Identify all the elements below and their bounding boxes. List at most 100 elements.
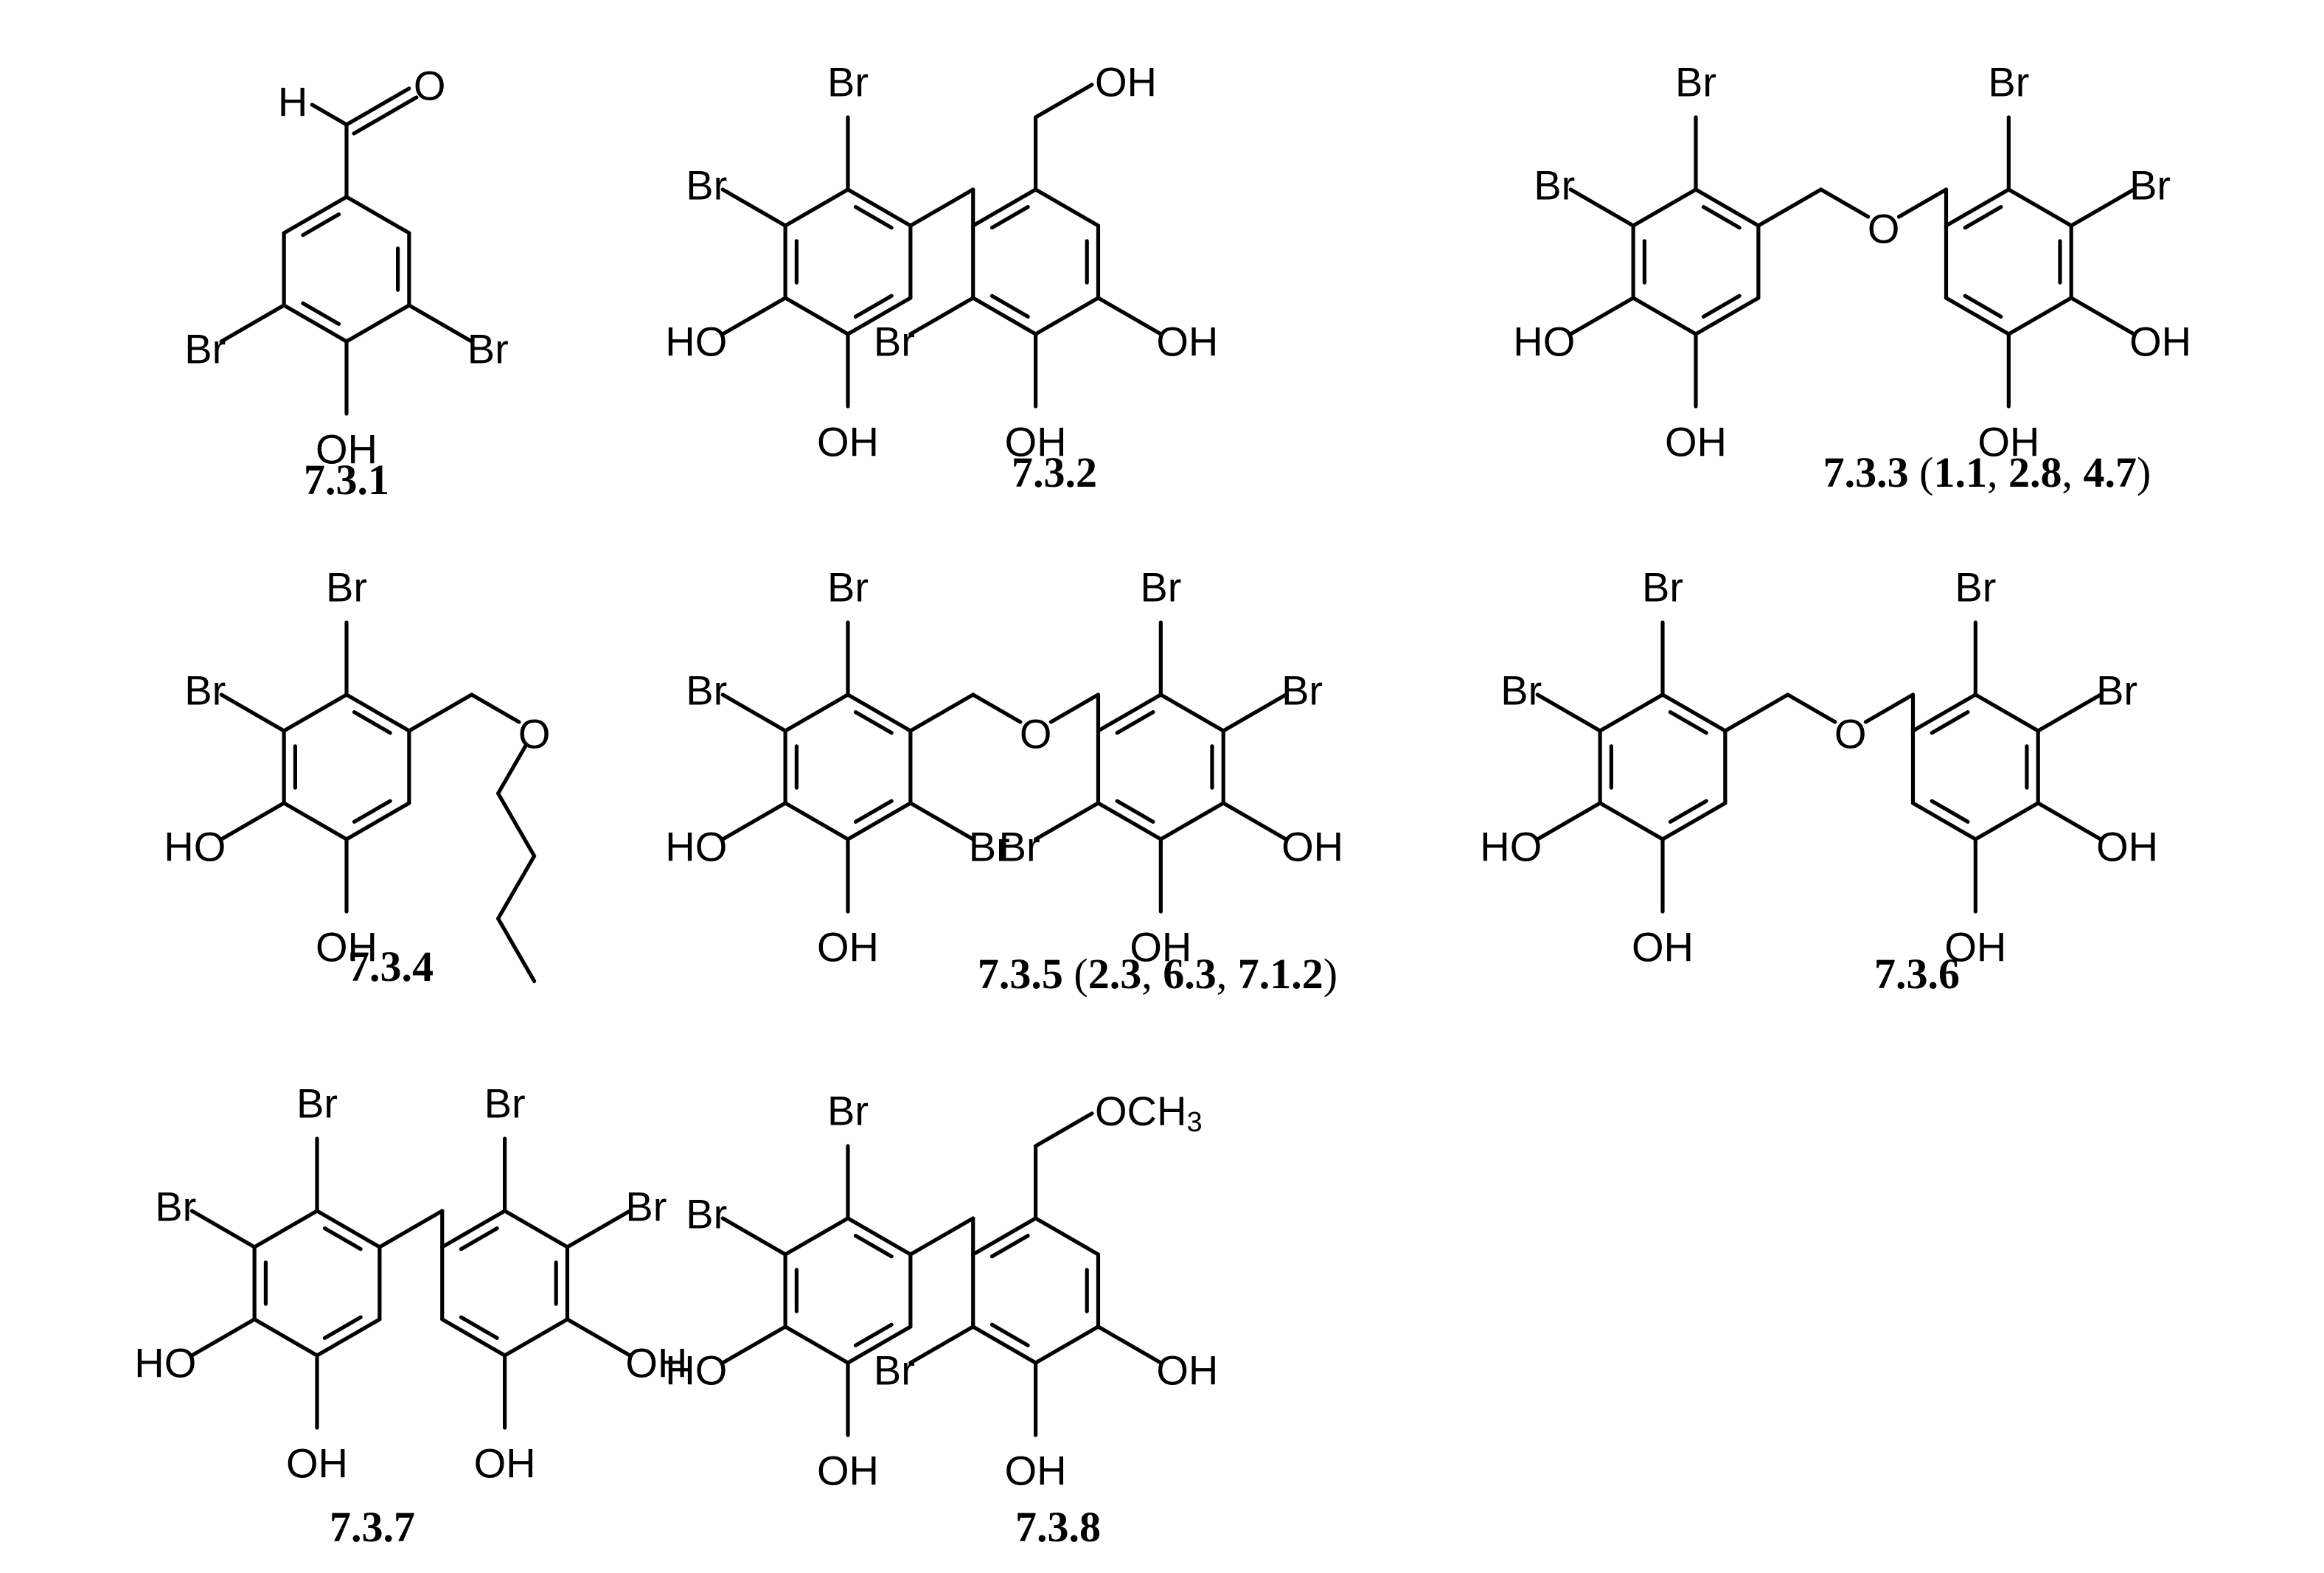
bond-line — [1963, 205, 2003, 230]
caption-segment: 7.3.8 — [1015, 1503, 1101, 1551]
bond-line — [1819, 187, 1871, 219]
hydroxyl-label: HO — [1480, 824, 1542, 870]
bond-line — [1756, 187, 1823, 228]
compound-caption: 7.3.7 — [330, 1503, 415, 1551]
bond-line — [1694, 296, 1761, 336]
bond-line — [301, 301, 341, 326]
bond-line — [1096, 801, 1163, 841]
bond-line — [971, 1324, 1038, 1365]
bond-line — [189, 1317, 257, 1358]
bond-line — [720, 801, 787, 841]
hydroxyl-label: OH — [316, 426, 378, 473]
bond-line — [1701, 205, 1742, 230]
bond-line — [282, 303, 349, 344]
bond-line — [1631, 296, 1698, 336]
bond-line — [783, 1216, 850, 1257]
bond-line — [503, 1317, 570, 1358]
caption-segment: 4.7 — [2084, 448, 2137, 496]
bond-line — [989, 1234, 1030, 1259]
caption-segment: ( — [1063, 950, 1088, 998]
hydroxyl-label: OH — [1156, 319, 1218, 365]
caption-segment: 7.3.1 — [304, 456, 389, 504]
bromine-label: Br — [1140, 564, 1181, 611]
bromine-label: Br — [326, 564, 367, 611]
compound-caption: 7.3.3 (1.1, 2.8, 4.7) — [1823, 448, 2151, 496]
bond-line — [1701, 294, 1742, 319]
bromine-label: Br — [827, 59, 869, 105]
caption-segment: 2.3 — [1088, 950, 1142, 998]
bond-line — [783, 296, 850, 336]
bond-line — [720, 1324, 787, 1365]
caption-segment: 2.8 — [2008, 448, 2062, 496]
bromine-label: Br — [625, 1184, 667, 1230]
bond-line — [1034, 83, 1094, 119]
bond-line — [720, 1216, 787, 1257]
bond-line — [846, 692, 913, 733]
bond-line — [1660, 801, 1728, 841]
hydroxyl-label: OH — [1156, 1347, 1218, 1394]
bond-line — [1863, 692, 1916, 724]
hydroxyl-label: OH — [2096, 824, 2158, 870]
bond-line — [1221, 801, 1288, 841]
hydroxyl-label: OH — [2129, 319, 2191, 365]
caption-segment: , — [2062, 448, 2084, 496]
hydroxyl-label: HO — [134, 1340, 196, 1386]
hydroxyl-label: HO — [665, 1347, 727, 1394]
hydrogen-label: H — [278, 79, 307, 125]
bond-line — [1096, 1324, 1163, 1365]
bond-line — [282, 195, 349, 235]
bond-line — [496, 744, 528, 796]
bond-line — [1034, 187, 1101, 228]
bond-line — [1535, 801, 1602, 841]
bond-line — [1930, 710, 1970, 735]
bond-line — [989, 294, 1030, 319]
bromine-label: Br — [874, 319, 915, 365]
hydroxyl-label: OH — [1977, 419, 2039, 465]
bond-line — [783, 801, 850, 841]
bromine-label: Br — [1534, 162, 1575, 209]
bond-line — [908, 1324, 975, 1365]
bond-line — [846, 187, 913, 228]
bond-line — [503, 1209, 570, 1249]
bromine-label: Br — [484, 1080, 526, 1127]
bond-line — [1158, 801, 1225, 841]
bond-line — [853, 1234, 894, 1259]
bond-line — [1034, 1111, 1094, 1148]
bond-line — [219, 801, 286, 841]
methoxy-subscript: 3 — [1186, 1107, 1202, 1138]
bromine-label: Br — [1642, 564, 1683, 611]
bond-line — [1048, 692, 1101, 724]
bond-line — [971, 187, 1038, 228]
bond-line — [219, 303, 286, 344]
caption-segment: 6.3 — [1163, 950, 1217, 998]
bromine-label: Br — [686, 1191, 727, 1237]
ether-oxygen-label: O — [1868, 206, 1900, 252]
bromine-label: Br — [1500, 667, 1542, 714]
bond-line — [853, 294, 894, 319]
hydroxyl-label: HO — [665, 824, 727, 870]
bond-line — [344, 692, 411, 733]
caption-segment: ) — [2137, 448, 2151, 496]
bond-line — [282, 692, 349, 733]
bond-line — [1598, 801, 1665, 841]
methoxy-label: OCH3 — [1095, 1087, 1203, 1138]
hydroxyl-label: HO — [665, 319, 727, 365]
bond-line — [908, 1216, 975, 1257]
bromine-label: Br — [969, 824, 1010, 870]
caption-segment: 7.3.4 — [348, 942, 434, 990]
bond-line — [1944, 187, 2011, 228]
bond-line — [971, 1216, 1038, 1257]
bond-line — [1115, 710, 1155, 735]
bromine-label: Br — [296, 1080, 338, 1127]
bond-line — [971, 296, 1038, 336]
bond-line — [1896, 187, 1949, 219]
bond-line — [1910, 801, 1977, 841]
hydroxyl-label: OH — [1095, 58, 1157, 105]
bond-line — [2036, 692, 2103, 733]
bond-line — [252, 1209, 319, 1249]
caption-segment: ( — [1909, 448, 1934, 496]
